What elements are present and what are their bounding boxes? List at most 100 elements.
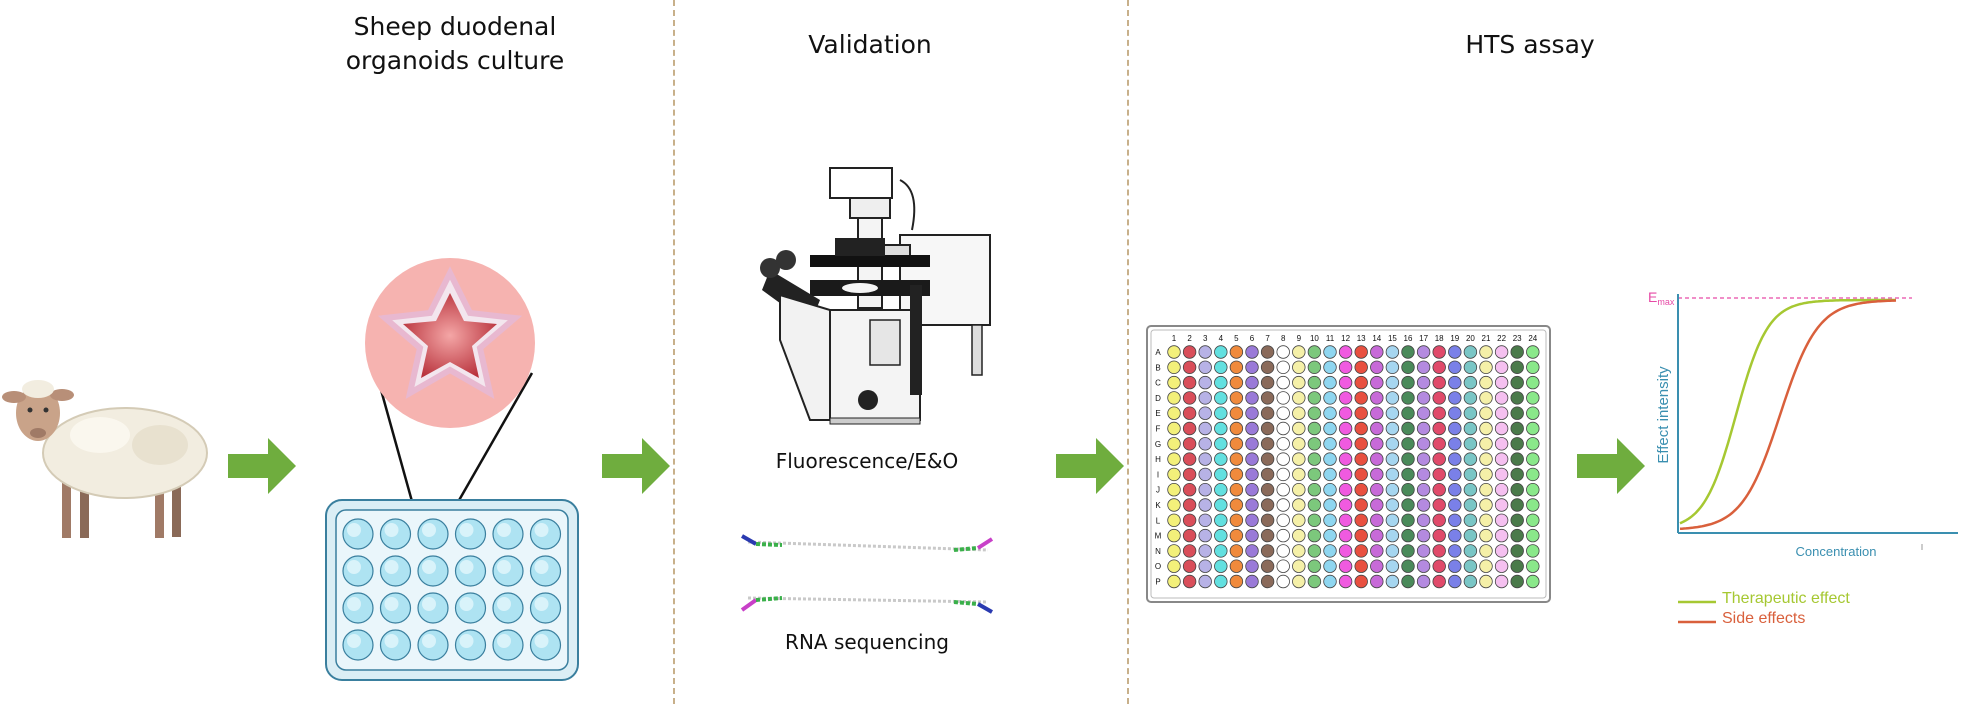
plate384-well [1432, 482, 1446, 497]
plate384-well [1354, 375, 1368, 390]
plate24-well-highlight [422, 634, 436, 648]
plate384-well [1260, 375, 1275, 390]
plate384-well [1354, 574, 1368, 589]
plate384-well [1463, 421, 1478, 436]
plate384-well [1167, 513, 1181, 528]
plate-column-label: 3 [1203, 334, 1208, 343]
plate384-well [1229, 482, 1244, 497]
plate384-well [1479, 391, 1493, 405]
plate384-well [1276, 391, 1290, 405]
plate384-well [1182, 467, 1197, 482]
plate384-well [1214, 391, 1228, 405]
plate384-well [1245, 452, 1259, 466]
plate384-well [1354, 437, 1368, 451]
plate384-well [1167, 467, 1181, 482]
plate384-well [1510, 498, 1524, 512]
plate384-well [1214, 360, 1228, 375]
plate384-well [1245, 406, 1259, 420]
plate384-well [1214, 375, 1228, 390]
plate384-well [1416, 498, 1431, 512]
sheep-illustration [2, 380, 208, 538]
plate384-well [1229, 452, 1244, 466]
plate384-well [1494, 360, 1509, 375]
plate384-well [1416, 528, 1431, 543]
plate384-well [1354, 513, 1368, 528]
plate24-well-highlight [384, 597, 399, 611]
plate-row-label: E [1155, 409, 1160, 418]
plate384-well [1494, 437, 1509, 451]
plate384-well [1307, 513, 1322, 528]
plate384-well [1432, 437, 1446, 451]
plate384-well [1354, 360, 1368, 375]
plate-column-label: 12 [1341, 334, 1350, 343]
plate-column-label: 14 [1372, 334, 1381, 343]
plate384-well [1245, 482, 1259, 497]
plate384-well [1276, 467, 1290, 482]
plate384-well [1463, 437, 1478, 451]
plate384-well [1526, 406, 1540, 420]
plate384-well [1245, 498, 1259, 512]
section-divider-1 [673, 0, 675, 704]
microscope-illustration [760, 167, 991, 425]
plate-column-label: 21 [1482, 334, 1491, 343]
plate384-well [1323, 559, 1337, 573]
plate384-well [1167, 559, 1181, 573]
plate384-well [1526, 544, 1540, 558]
plate384-well [1370, 498, 1384, 512]
plate384-well [1323, 452, 1337, 466]
plate384-well [1245, 345, 1259, 359]
plate384-well [1167, 391, 1181, 405]
plate-column-label: 9 [1297, 334, 1302, 343]
plate384-well [1198, 452, 1212, 466]
plate384-well [1448, 528, 1462, 543]
plate384-well [1167, 345, 1181, 359]
plate384-well [1354, 528, 1368, 543]
plate384-well [1323, 345, 1337, 359]
plate24-well-highlight [459, 523, 474, 537]
plate384-well [1526, 482, 1540, 497]
plate384-well [1307, 559, 1322, 573]
plate24-well-highlight [459, 634, 474, 648]
plate-column-label: 4 [1219, 334, 1224, 343]
plate384-well [1323, 482, 1337, 497]
plate384-well [1479, 498, 1493, 512]
plate384-well [1416, 345, 1431, 359]
plate384-well [1526, 375, 1540, 390]
plate384-well [1307, 421, 1322, 436]
plate384-well [1370, 375, 1384, 390]
plate384-well [1292, 513, 1306, 528]
plate24-well-highlight [384, 560, 399, 574]
plate384-well [1292, 391, 1306, 405]
plate384-well [1494, 452, 1509, 466]
plate384-well [1323, 437, 1337, 451]
plate24-well-highlight [534, 523, 549, 537]
plate384-well [1354, 452, 1368, 466]
plate384-well [1323, 467, 1337, 482]
plate384-well [1198, 421, 1212, 436]
plate384-well [1307, 345, 1322, 359]
plate384-well [1276, 437, 1290, 451]
plate384-well [1494, 513, 1509, 528]
plate384-well [1401, 421, 1415, 436]
plate384-well [1229, 467, 1244, 482]
plate384-well [1385, 345, 1400, 359]
plate384-well [1463, 513, 1478, 528]
plate384-well [1182, 421, 1197, 436]
plate384-well [1401, 467, 1415, 482]
plate384-well [1494, 421, 1509, 436]
plate384-well [1260, 360, 1275, 375]
plate384-well [1354, 345, 1368, 359]
plate384-well [1182, 574, 1197, 589]
plate384-well [1323, 544, 1337, 558]
plate384-well [1494, 559, 1509, 573]
plate384-well [1245, 421, 1259, 436]
rna-sequencing-label: RNA sequencing [785, 630, 949, 654]
plate384-well [1167, 375, 1181, 390]
plate384-well [1385, 452, 1400, 466]
plate384-well [1229, 559, 1244, 573]
plate384-well [1276, 498, 1290, 512]
plate-column-label: 6 [1250, 334, 1255, 343]
plate384-well [1385, 559, 1400, 573]
plate384-well [1432, 559, 1446, 573]
